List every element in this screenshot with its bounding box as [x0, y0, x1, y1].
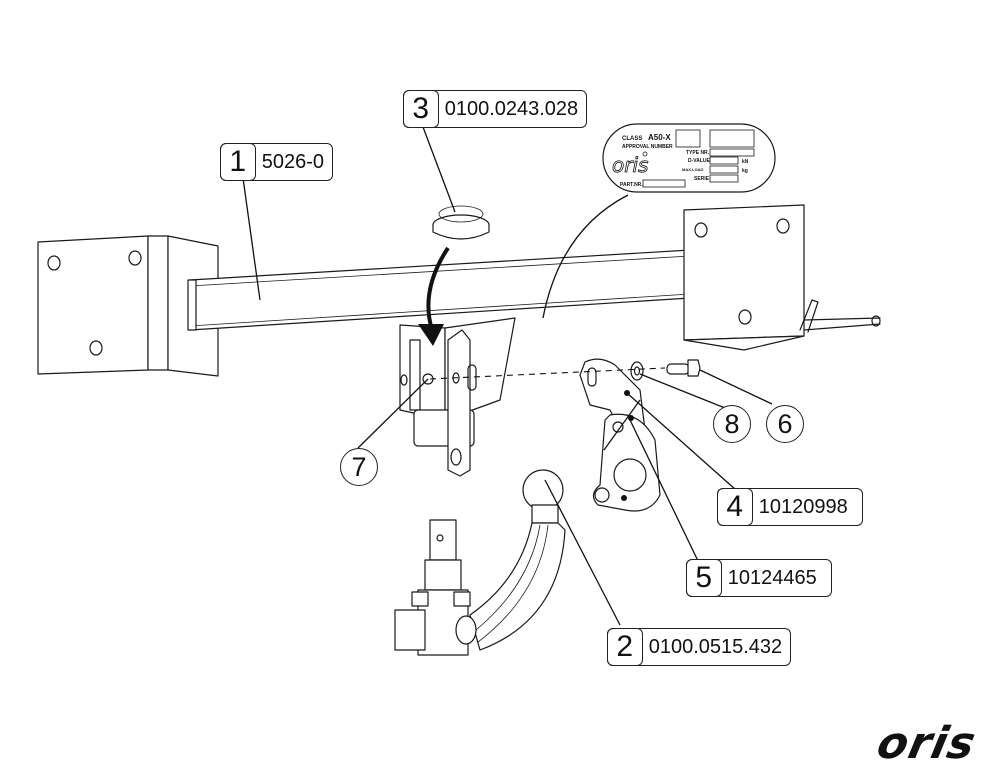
- callout-part-4: 4 10120998: [716, 487, 863, 527]
- callout-part-5: 5 10124465: [685, 558, 832, 598]
- callout-part-2: 2 0100.0515.432: [606, 627, 792, 667]
- socket-bracket: [579, 358, 646, 431]
- callout-part-3: 3 0100.0243.028: [402, 89, 588, 129]
- svg-text:TYPE NR.: TYPE NR.: [686, 150, 710, 156]
- callout-part-code: 0100.0515.432: [648, 635, 783, 658]
- callout-hardware-6: 6: [766, 405, 804, 443]
- washer: [630, 361, 644, 381]
- ball-neck: [394, 469, 566, 656]
- callout-hardware-7: 7: [340, 448, 378, 486]
- callout-item-number: 5: [685, 558, 722, 598]
- socket-plate: [592, 413, 661, 512]
- svg-text:kN: kN: [742, 159, 749, 165]
- svg-text:kg: kg: [742, 168, 748, 174]
- callout-item-number: 3: [402, 89, 439, 129]
- svg-text:A50-X: A50-X: [648, 133, 671, 142]
- callout-part-code: 5026-0: [261, 150, 324, 173]
- insert-arrow-head: [418, 324, 444, 346]
- svg-text:MAX.LOAD: MAX.LOAD: [682, 167, 703, 172]
- callout-part-code: 0100.0243.028: [444, 97, 579, 120]
- cover-cap: [432, 205, 490, 240]
- svg-text:SERIE: SERIE: [694, 176, 710, 182]
- svg-text:CLASS: CLASS: [622, 136, 642, 142]
- svg-text:D-VALUE: D-VALUE: [688, 158, 711, 164]
- type-plate: CLASS A50-X APPROVAL NUMBER oris TYPE NR…: [602, 123, 776, 193]
- callout-item-number: 4: [716, 487, 753, 527]
- center-hitch-bracket: [399, 317, 516, 477]
- callout-part-1: 1 5026-0: [219, 142, 333, 182]
- callout-part-code: 10124465: [727, 566, 817, 589]
- svg-text:APPROVAL NUMBER: APPROVAL NUMBER: [622, 144, 673, 150]
- svg-text:oris: oris: [612, 153, 648, 177]
- brand-logo: oris: [872, 718, 981, 769]
- callout-part-code: 10120998: [758, 495, 848, 518]
- insert-arrow: [426, 246, 450, 331]
- callout-item-number: 1: [219, 142, 256, 182]
- callout-item-number: 2: [606, 627, 643, 667]
- right-mounting-bracket: [683, 204, 881, 351]
- callout-hardware-8: 8: [713, 405, 751, 443]
- leader-lines: [242, 126, 773, 626]
- svg-text:PART.NR.: PART.NR.: [620, 182, 643, 188]
- bolt: [666, 359, 701, 377]
